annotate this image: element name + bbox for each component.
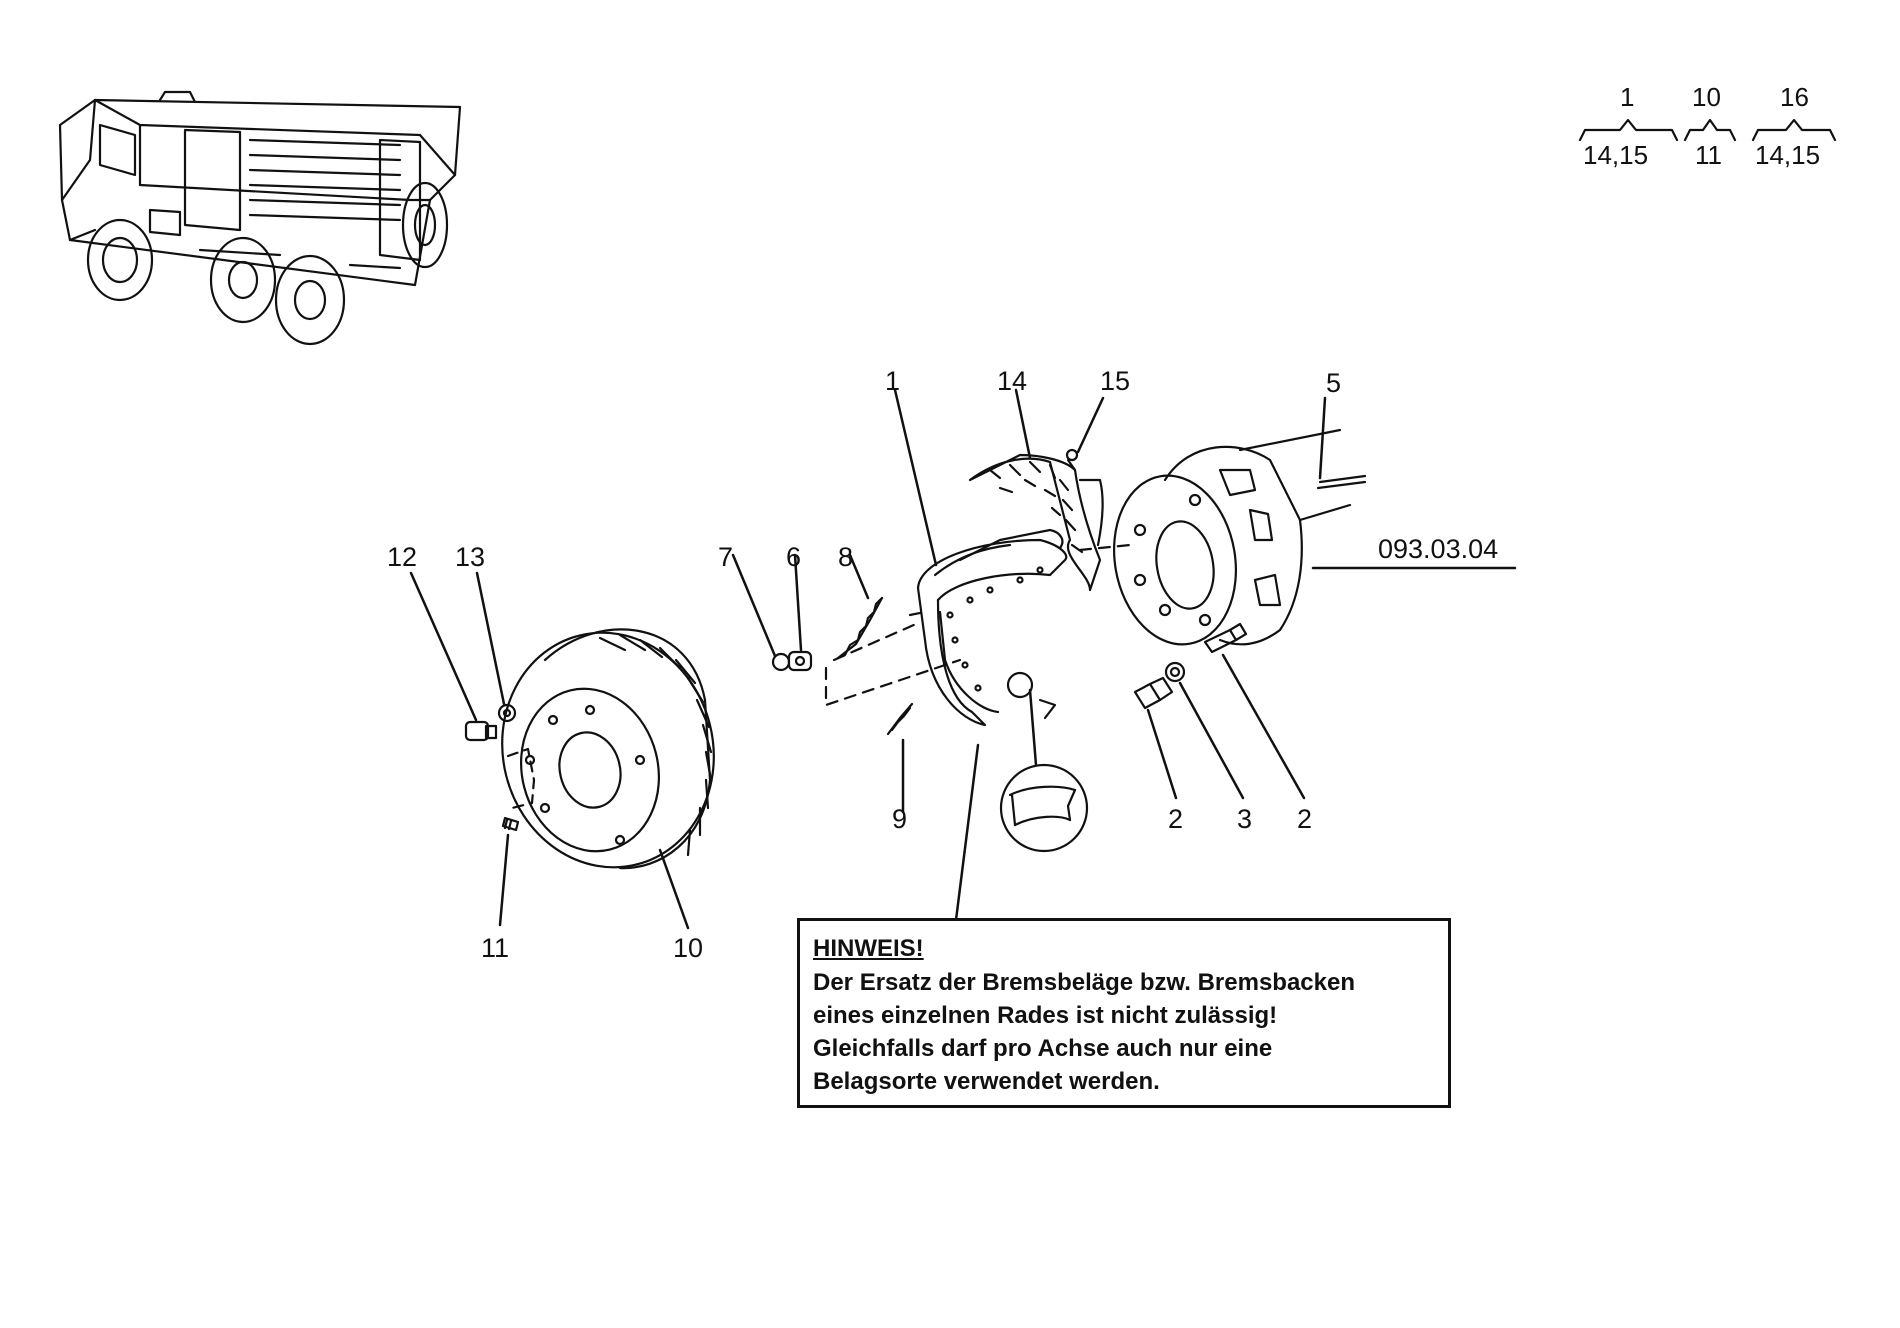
kit-ref-1-bottom: 14,15 [1583, 140, 1649, 170]
note-line: eines einzelnen Rades ist nicht zulässig… [813, 1002, 1278, 1029]
drawing-number: 093.03.04 [1378, 534, 1499, 564]
kit-ref-3-bottom: 14,15 [1755, 140, 1821, 170]
kit-ref-2-bottom: 11 [1695, 140, 1722, 170]
callout-5: 5 [1326, 368, 1342, 398]
callout-3: 3 [1237, 804, 1253, 834]
leader-lines [409, 388, 1517, 930]
vehicle-illustration [58, 90, 462, 346]
callout-15: 15 [1100, 366, 1131, 396]
callout-2a: 2 [1168, 804, 1184, 834]
note-line: Gleichfalls darf pro Achse auch nur eine [813, 1035, 1273, 1062]
assembly-lines [824, 543, 1132, 707]
brake-lining [968, 448, 1104, 592]
kit-reference-braces [1578, 118, 1837, 142]
callout-6: 6 [786, 542, 802, 572]
brake-backing-plate [1112, 428, 1367, 646]
brake-shoe [916, 528, 1068, 727]
callout-13: 13 [455, 542, 486, 572]
wheel-bolt-parts [464, 703, 536, 832]
note-line: Belagsorte verwendet werden. [813, 1068, 1160, 1095]
callout-9: 9 [892, 804, 908, 834]
note-title: HINWEIS! [813, 935, 924, 962]
callout-1: 1 [885, 366, 901, 396]
kit-ref-1-top: 1 [1620, 82, 1635, 112]
callout-14: 14 [997, 366, 1028, 396]
callout-12: 12 [387, 542, 418, 572]
kit-ref-2-top: 10 [1692, 82, 1721, 112]
callout-11: 11 [481, 933, 510, 963]
callout-2b: 2 [1297, 804, 1313, 834]
note-box: HINWEIS! Der Ersatz der Bremsbeläge bzw.… [797, 918, 1451, 1108]
kit-ref-3-top: 16 [1780, 82, 1809, 112]
callout-8: 8 [838, 542, 854, 572]
note-line: Der Ersatz der Bremsbeläge bzw. Bremsbac… [813, 969, 1356, 996]
callout-7: 7 [718, 542, 734, 572]
brake-drum [501, 628, 715, 870]
callout-10: 10 [673, 933, 704, 963]
adjuster-bolts [1133, 622, 1248, 710]
return-springs [771, 596, 914, 736]
detail-view [999, 671, 1089, 853]
